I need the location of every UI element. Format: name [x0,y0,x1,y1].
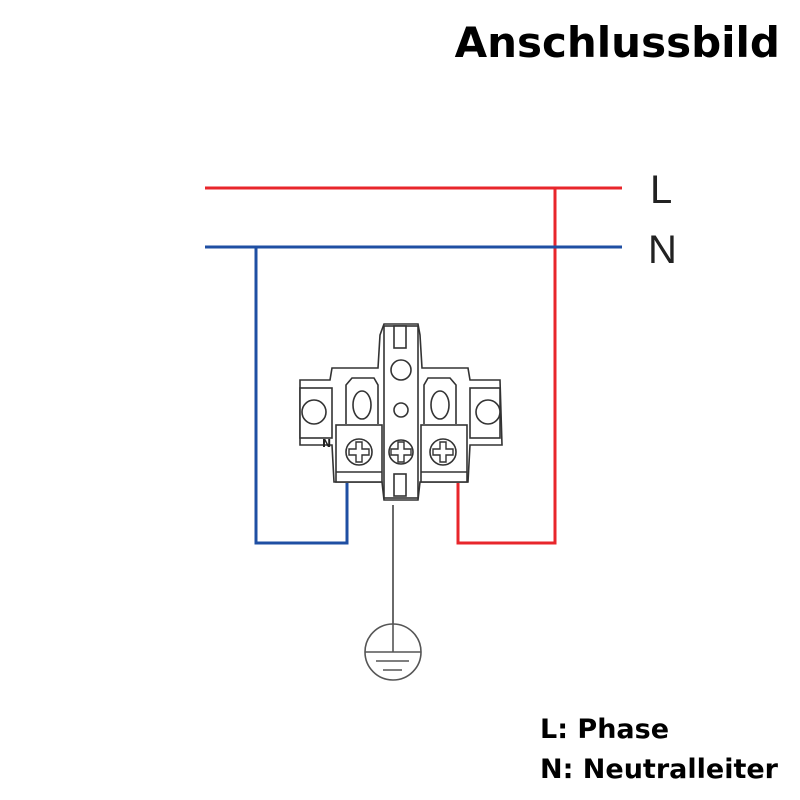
earth-symbol-icon [364,623,422,681]
terminal-n-label: N [322,437,331,450]
right-mount-hole [475,399,501,425]
diagram-title: Anschlussbild [454,18,780,67]
socket-insert [299,323,503,501]
legend-neutral: N: Neutralleiter [540,754,778,785]
left-mount-hole [301,399,327,425]
neutral-drop-wire [254,247,349,545]
phase-label: L [650,168,673,212]
phase-drop-wire [456,188,557,545]
legend-phase: L: Phase [540,714,670,745]
legend: L: Phase N: Neutralleiter [540,710,778,790]
neutral-label: N [648,228,677,272]
